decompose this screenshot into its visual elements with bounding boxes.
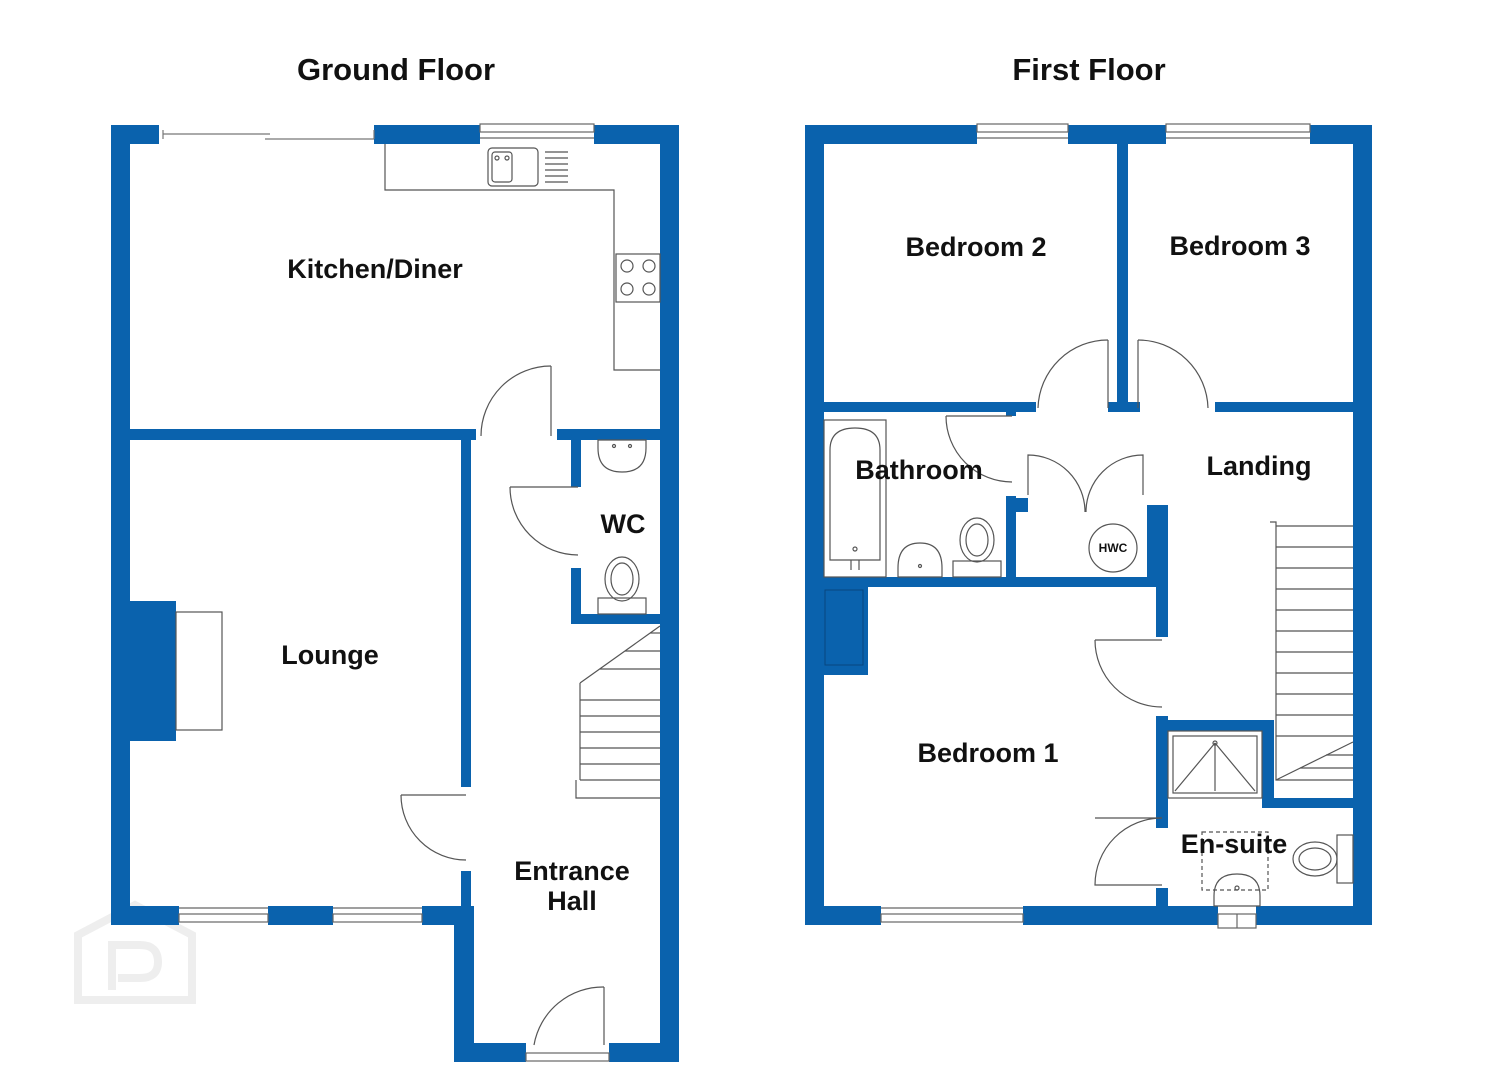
first-floor-title: First Floor xyxy=(1012,52,1166,87)
wall xyxy=(1353,125,1372,925)
wardrobe-outline xyxy=(824,589,864,666)
sink-icon xyxy=(487,147,539,187)
basin-icon xyxy=(1213,873,1261,907)
wall xyxy=(1156,888,1168,908)
ground-floor-title: Ground Floor xyxy=(296,52,496,87)
room-label-wc: WC xyxy=(600,509,646,539)
wall xyxy=(1117,144,1128,412)
wall xyxy=(268,906,333,925)
bathroom-fixtures xyxy=(823,419,1138,578)
wall xyxy=(557,429,660,440)
wall xyxy=(111,906,179,925)
ground-floor-doors xyxy=(400,365,605,1046)
hob-icon xyxy=(615,253,661,303)
wall xyxy=(1068,125,1166,144)
wall xyxy=(571,614,660,624)
wall xyxy=(454,1043,526,1062)
toilet-cistern xyxy=(597,597,647,615)
first-floor-doors xyxy=(945,339,1209,886)
basin-icon xyxy=(597,439,647,473)
wall xyxy=(805,906,881,925)
wall xyxy=(1023,906,1218,925)
room-label-bedroom2: Bedroom 2 xyxy=(905,232,1047,262)
wall xyxy=(111,125,130,925)
chimney-breast xyxy=(128,601,176,741)
wall xyxy=(1006,496,1016,578)
wall xyxy=(805,125,824,925)
ground-floor-walls xyxy=(111,125,679,1062)
wall xyxy=(130,429,476,440)
hwc-label: HWC xyxy=(1098,541,1128,555)
bath-icon xyxy=(823,419,887,578)
wall xyxy=(1256,906,1372,925)
room-label-bedroom1: Bedroom 1 xyxy=(917,738,1059,768)
wall xyxy=(1006,402,1016,416)
hearth xyxy=(175,611,223,731)
wall xyxy=(1156,716,1168,828)
toilet-cistern xyxy=(1336,834,1354,884)
room-label-ensuite: En-suite xyxy=(1180,829,1288,859)
room-label-lounge: Lounge xyxy=(281,640,379,670)
wall xyxy=(1156,577,1168,637)
room-label-bedroom3: Bedroom 3 xyxy=(1169,231,1311,261)
wc-fixtures xyxy=(597,439,647,615)
toilet-icon xyxy=(959,517,995,563)
ground-floor-stairs xyxy=(575,625,661,799)
wall xyxy=(609,1043,679,1062)
hwc-cylinder-icon xyxy=(1088,523,1138,573)
wall xyxy=(1016,498,1028,512)
wall xyxy=(454,906,474,1062)
wall xyxy=(594,125,679,144)
toilet-icon xyxy=(604,556,640,602)
room-label-kitchen: Kitchen/Diner xyxy=(287,254,463,284)
toilet-icon xyxy=(1292,841,1338,877)
wall xyxy=(374,125,480,144)
drainer xyxy=(545,151,568,183)
first-floor-stairs xyxy=(1270,521,1354,781)
room-label-hall-line1: Entrance xyxy=(514,856,630,886)
wall xyxy=(461,871,471,909)
wall xyxy=(1262,798,1353,808)
first-floor-walls xyxy=(805,125,1372,925)
wall xyxy=(1147,505,1168,577)
wall xyxy=(1262,720,1274,808)
wall xyxy=(824,402,1036,412)
vanity-outline xyxy=(1201,831,1269,891)
wall xyxy=(1215,402,1353,412)
basin-icon xyxy=(897,542,943,578)
wall xyxy=(461,429,471,787)
room-label-hall-line2: Hall xyxy=(547,886,597,916)
wall xyxy=(660,125,679,1062)
wall xyxy=(805,125,977,144)
toilet-cistern xyxy=(952,560,1002,578)
wall xyxy=(824,577,1168,587)
ensuite-fixtures xyxy=(1167,730,1354,907)
first-floor-windows xyxy=(880,123,1311,929)
wall xyxy=(571,568,581,624)
room-label-entrance-hall: Entrance Hall xyxy=(514,856,630,916)
wall xyxy=(571,429,581,487)
wardrobe xyxy=(822,587,868,675)
room-label-bathroom: Bathroom xyxy=(855,455,983,485)
shower-tray-icon xyxy=(1167,730,1263,799)
ground-floor-windows xyxy=(178,123,610,1062)
room-label-landing: Landing xyxy=(1206,451,1312,481)
wall xyxy=(1108,402,1140,412)
kitchen-units xyxy=(384,144,661,371)
wall xyxy=(1156,720,1270,731)
sliding-door xyxy=(162,130,375,140)
